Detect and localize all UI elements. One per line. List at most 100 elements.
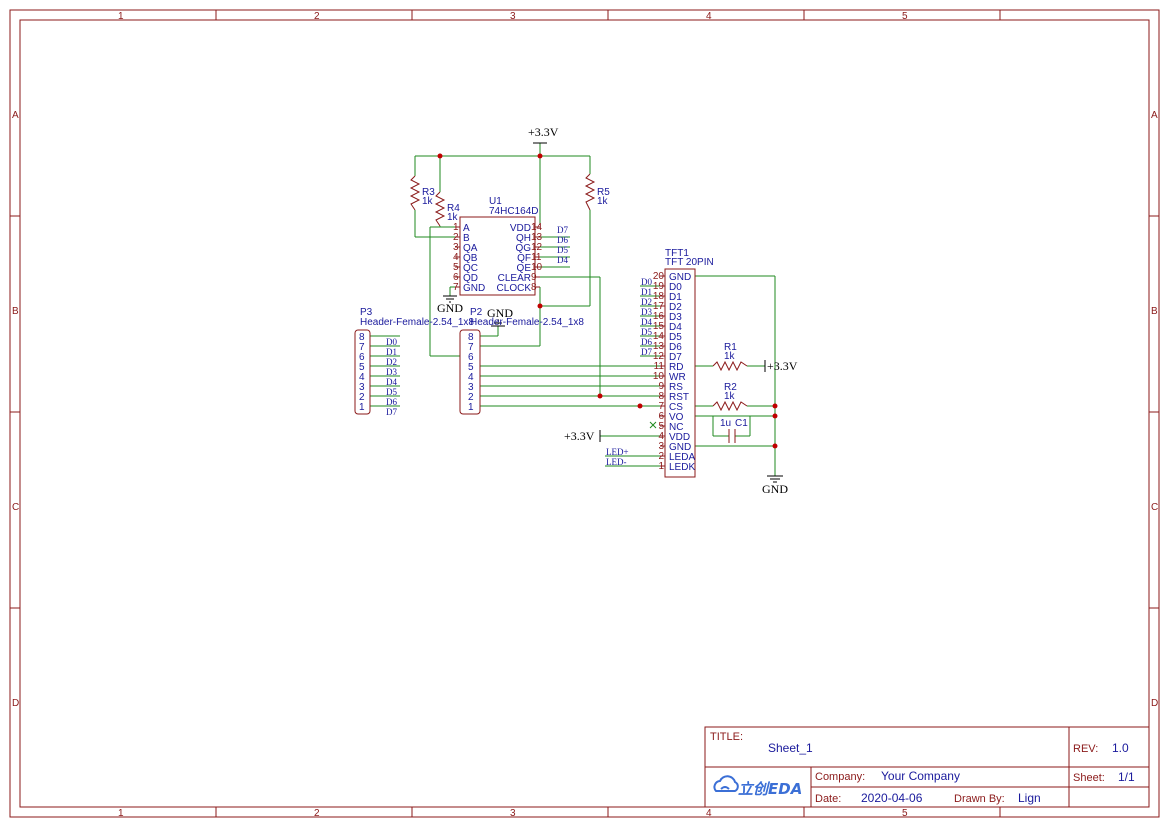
tft-net-label: D1 (641, 287, 652, 297)
tft-pin-name: RS (669, 382, 683, 393)
vcc-symbol-top: +3.3V (528, 125, 559, 144)
p3-net-label: D7 (386, 407, 397, 417)
u1-pin-name: CLEAR (498, 273, 531, 284)
row-label-right-c: C (1151, 502, 1158, 513)
p3-ref: P3 (360, 307, 373, 318)
row-label-left-c: C (12, 502, 19, 513)
company-label: Company: (815, 771, 865, 783)
u1-pin-number: 4 (453, 252, 459, 263)
col-label-bottom-2: 2 (314, 808, 320, 819)
u1-net-label: D4 (557, 255, 568, 265)
row-label-left-b: B (12, 306, 19, 317)
row-label-left-d: D (12, 698, 19, 709)
resistor-r4[interactable]: R4 1k (434, 191, 460, 227)
capacitor-c1[interactable]: 1u C1 (720, 418, 748, 443)
r1-value: 1k (724, 351, 736, 362)
p2-pin-number: 8 (468, 332, 474, 343)
col-label-bottom-5: 5 (902, 808, 908, 819)
r5-ref: R5 (597, 187, 610, 198)
u1-pin-number-right: 8 (531, 282, 537, 293)
rev-label: REV: (1073, 743, 1098, 755)
resistor-r5[interactable]: R5 1k (584, 173, 610, 211)
tft-pin-number: 3 (658, 441, 664, 452)
u1-pin-number-right: 10 (531, 262, 543, 273)
tft-pin-name: CS (669, 402, 683, 413)
p3-pin-number: 4 (359, 372, 365, 383)
p3-pin-number: 8 (359, 332, 365, 343)
tft-led-net-label: LED+ (606, 447, 629, 457)
tft-pin-number: 1 (658, 461, 664, 472)
p2-pin-number: 2 (468, 392, 474, 403)
tft-pin-name: GND (669, 442, 691, 453)
no-connect-mark (649, 421, 657, 429)
p2-pin-number: 7 (468, 342, 474, 353)
resistor-r1[interactable]: R1 1k (712, 342, 748, 372)
drawn-by-label: Drawn By: (954, 793, 1005, 805)
vcc-symbol-tft: +3.3V (564, 429, 601, 443)
p3-pin-number: 6 (359, 352, 365, 363)
p3-pin-number: 1 (359, 402, 365, 413)
u1-pin-name: QH (516, 233, 531, 244)
tft-pin-name: LEDK (669, 462, 695, 473)
tft-pin-name: WR (669, 372, 686, 383)
u1-pin-name: QE (517, 263, 532, 274)
tft-pin-number: 19 (653, 281, 665, 292)
resistor-r3[interactable]: R3 1k (409, 175, 435, 211)
gnd-symbol-tft: GND (762, 475, 788, 496)
tft-net-label: D4 (641, 317, 652, 327)
col-label-bottom-3: 3 (510, 808, 516, 819)
col-label-bottom-4: 4 (706, 808, 712, 819)
u1-pin-name: QB (463, 253, 478, 264)
u1-pin-name: B (463, 233, 470, 244)
tft-pin-number: 20 (653, 271, 665, 282)
tft-pin-name: D4 (669, 322, 682, 333)
u1-pin-name: GND (463, 283, 485, 294)
p3-pin-number: 5 (359, 362, 365, 373)
header-p3[interactable]: P3 Header-Female-2.54_1x8 87654321D0D1D2… (354, 307, 474, 417)
col-label-top-2: 2 (314, 11, 320, 22)
tft-pin-name: RST (669, 392, 689, 403)
p3-net-label: D5 (386, 387, 397, 397)
p2-pin-number: 3 (468, 382, 474, 393)
tft-pin-name: VO (669, 412, 684, 423)
tft-pin-number: 9 (658, 381, 664, 392)
tft-pin-name: VDD (669, 432, 690, 443)
r5-value: 1k (597, 196, 609, 207)
logo-cloud-icon (713, 775, 739, 792)
wires (370, 143, 776, 476)
vcc-symbol-r1: +3.3V (764, 359, 798, 373)
drawn-by-value: Lign (1018, 791, 1041, 805)
tft-pin-number: 16 (653, 311, 665, 322)
tft-pin-number: 2 (658, 451, 664, 462)
u1-ref: U1 (489, 196, 502, 207)
p3-value: Header-Female-2.54_1x8 (360, 317, 474, 328)
resistor-r2[interactable]: R2 1k (712, 382, 748, 412)
tft-net-label: D3 (641, 307, 652, 317)
tft-pin-name: D0 (669, 282, 682, 293)
u1-pin-name: QA (463, 243, 478, 254)
col-label-top-1: 1 (118, 11, 124, 22)
tft-pin-name: LEDA (669, 452, 695, 463)
u1-pin-number: 2 (453, 232, 459, 243)
tft-net-label: D2 (641, 297, 652, 307)
row-label-left-a: A (12, 110, 19, 121)
tft-pin-number: 13 (653, 341, 665, 352)
r2-value: 1k (724, 391, 736, 402)
r3-ref: R3 (422, 187, 435, 198)
sheet-frame: 1 2 3 4 5 1 2 3 4 5 A B C D A B C D (9, 9, 1160, 819)
p2-pin-number: 1 (468, 402, 474, 413)
row-label-right-b: B (1151, 306, 1158, 317)
u1-pin-number-right: 11 (531, 252, 542, 263)
tft-value: TFT 20PIN (665, 257, 714, 268)
col-label-top-3: 3 (510, 11, 516, 22)
u1-pin-number: 3 (453, 242, 459, 253)
c1-ref: C1 (735, 418, 748, 429)
r4-value: 1k (447, 212, 459, 223)
tft-pin-name: D5 (669, 332, 682, 343)
tft-net-label: D5 (641, 327, 652, 337)
tft-pin-number: 4 (658, 431, 664, 442)
tft-pin-number: 17 (653, 301, 665, 312)
